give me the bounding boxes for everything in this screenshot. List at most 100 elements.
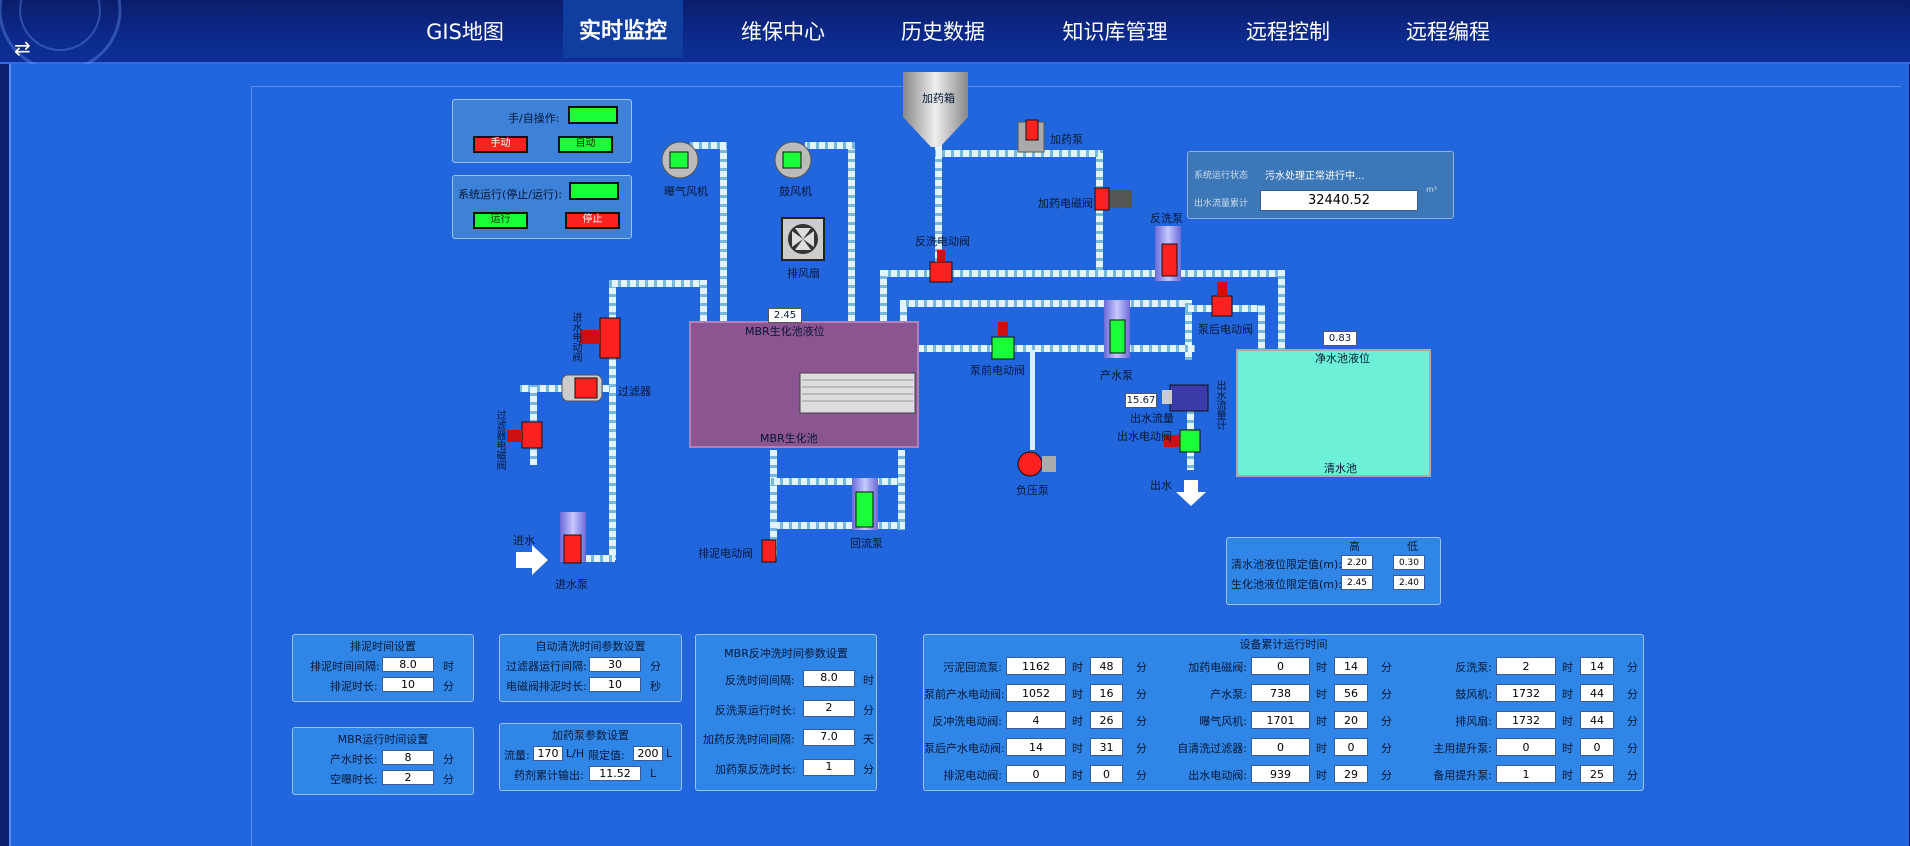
flow-total-unit: m³ [1426,185,1437,194]
toggle-view-icon[interactable]: ⇄ [14,36,31,60]
manual-button[interactable]: 手动 [473,136,528,153]
filter-interval-input[interactable]: 30 [589,657,641,672]
auto-clean-title: 自动清洗时间参数设置 [535,640,646,653]
mbr-level-value: 2.45 [768,308,802,323]
runtime-hour-unit: 时 [1072,742,1083,755]
pre-pump-valve-label: 泵前电动阀 [970,364,1025,377]
dosing-valve-icon [1094,187,1132,211]
outflow-value: 15.67 [1125,393,1157,408]
post-pump-valve-label: 泵后电动阀 [1198,323,1253,336]
sludge-interval-input[interactable]: 8.0 [382,657,434,672]
sludge-interval-unit: 时 [443,660,454,673]
tab-maintenance-center[interactable]: 维保中心 [741,20,825,44]
sludge-valve-label: 排泥电动阀 [698,547,753,560]
dosing-limit-input[interactable]: 200 [633,746,663,761]
auto-button[interactable]: 自动 [558,136,613,153]
valve-sludge-input[interactable]: 10 [589,677,641,692]
tab-gis-map[interactable]: GIS地图 [426,20,504,44]
dosing-backwash-duration-input[interactable]: 1 [803,759,855,776]
return-pump-icon [852,478,878,530]
mbr-membrane-module [799,372,916,414]
runtime-label: 泵后产水电动阀: [924,742,1005,755]
runtime-hours: 0 [1251,657,1310,675]
outflow-valve-icon [1164,429,1201,453]
filter-flush-valve-icon [507,421,543,449]
runtime-hour-unit: 时 [1562,715,1573,728]
system-state-value: 污水处理正常进行中... [1265,171,1365,182]
idle-aeration-input[interactable]: 2 [382,770,434,785]
dosing-limit-label: 限定值: [588,749,625,762]
runtime-hours: 14 [1006,738,1066,756]
runtime-minutes: 25 [1580,765,1614,783]
runtime-minutes: 44 [1580,684,1614,702]
run-control-panel: 系统运行(停止/运行): 运行 停止 [452,175,632,239]
runtime-hours: 1732 [1496,684,1556,702]
runtime-minutes: 14 [1334,657,1368,675]
runtime-label: 加药电磁阀: [1188,661,1247,674]
product-duration-label: 产水时长: [330,753,378,766]
mbr-time-panel: MBR运行时间设置 产水时长: 8 分 空曝时长: 2 分 [292,727,474,795]
clear-tank-level-label: 净水池液位 [1315,352,1370,365]
tab-realtime-monitor[interactable]: 实时监控 [563,0,683,58]
dosing-pump-icon [1017,119,1045,153]
runtime-minutes: 29 [1334,765,1368,783]
backwash-pump-duration-input[interactable]: 2 [803,700,855,717]
runtime-hour-unit: 时 [1072,715,1083,728]
tab-remote-programming[interactable]: 远程编程 [1406,20,1490,44]
mbr-level-label: MBR生化池液位 [745,325,825,338]
runtime-minute-unit: 分 [1627,715,1638,728]
runtime-hour-unit: 时 [1562,742,1573,755]
run-indicator [569,182,619,200]
dosing-flow-unit: L/H [566,747,585,760]
runtime-label: 鼓风机: [1455,688,1492,701]
clear-tank-limit-low[interactable]: 0.30 [1393,555,1425,570]
product-pump-label: 产水泵 [1100,369,1133,382]
runtime-minute-unit: 分 [1136,661,1147,674]
dosing-flow-input[interactable]: 170 [533,746,563,761]
runtime-label: 反冲洗电动阀: [932,715,1002,728]
sludge-duration-input[interactable]: 10 [382,677,434,692]
dosing-total-label: 药剂累计输出: [514,769,584,782]
clear-tank-limit-label: 清水池液位限定值(m): [1231,558,1343,571]
clear-tank-limit-high[interactable]: 2.20 [1341,555,1373,570]
product-duration-input[interactable]: 8 [382,750,434,765]
backwash-valve-label: 反洗电动阀 [915,235,970,248]
runtime-hour-unit: 时 [1562,688,1573,701]
runtime-minute-unit: 分 [1136,742,1147,755]
tab-history-data[interactable]: 历史数据 [901,20,985,44]
manual-auto-label: 手/自操作: [508,112,560,125]
dosing-backwash-interval-input[interactable]: 7.0 [803,729,855,746]
runtime-label: 主用提升泵: [1433,742,1492,755]
stop-button[interactable]: 停止 [565,212,620,229]
backwash-interval-input[interactable]: 8.0 [803,670,855,687]
tab-knowledge-base[interactable]: 知识库管理 [1062,20,1168,44]
negative-pump-label: 负压泵 [1016,484,1049,497]
outflow-meter-icon [1162,384,1209,412]
mbr-backwash-title: MBR反冲洗时间参数设置 [724,647,848,660]
blower-label: 鼓风机 [779,185,812,198]
monitor-frame [251,86,1901,846]
tab-remote-control[interactable]: 远程控制 [1246,20,1330,44]
runtime-label: 自清洗过滤器: [1177,742,1247,755]
dosing-limit-unit: L [666,747,673,760]
system-status-panel: 系统运行状态 污水处理正常进行中... 出水流量累计 32440.52 m³ [1187,151,1454,219]
limit-low-header: 低 [1407,540,1418,553]
blower-icon [774,141,812,179]
filter-interval-label: 过滤器运行间隔: [506,660,587,673]
runtime-minutes: 16 [1090,684,1123,702]
runtime-label: 反洗泵: [1455,661,1492,674]
mbr-limit-high[interactable]: 2.45 [1341,575,1373,590]
runtime-minute-unit: 分 [1627,688,1638,701]
idle-aeration-label: 空曝时长: [330,773,378,786]
mbr-time-title: MBR运行时间设置 [337,733,429,746]
dosing-backwash-interval-label: 加药反洗时间间隔: [703,733,795,746]
runtime-minutes: 0 [1090,765,1123,783]
inlet-pump-icon [560,512,586,564]
backwash-interval-label: 反洗时间间隔: [725,674,795,687]
mbr-backwash-panel: MBR反冲洗时间参数设置 反洗时间间隔: 8.0 时 反洗泵运行时长: 2 分 … [695,634,877,791]
run-button[interactable]: 运行 [473,212,528,229]
dosing-tank-label: 加药箱 [922,92,955,105]
mbr-limit-low[interactable]: 2.40 [1393,575,1425,590]
outflow-arrow-icon [1176,480,1206,506]
runtime-label: 排风扇: [1455,715,1492,728]
